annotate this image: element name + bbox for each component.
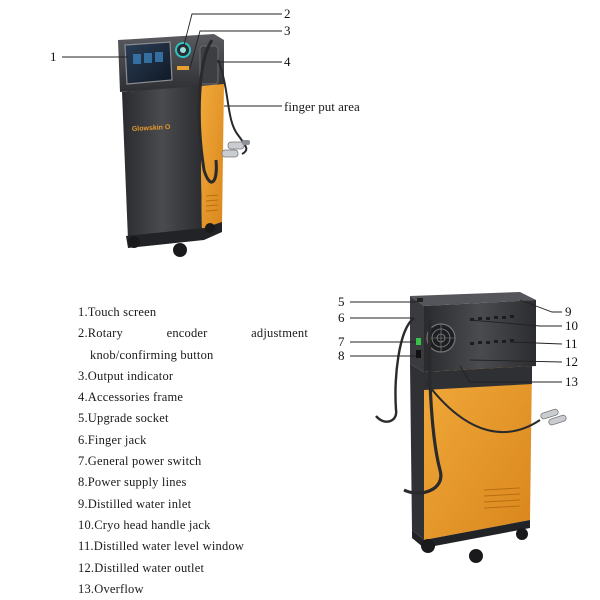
callout-6: 6 [338, 310, 345, 325]
legend-item-11: 11.Distilled water level window [78, 539, 245, 554]
legend-item-10: 10.Cryo head handle jack [78, 517, 211, 532]
callout-11: 11 [565, 336, 578, 351]
legend-item-3: 3.Output indicator [78, 368, 174, 383]
legend-item-12: 12.Distilled water outlet [78, 560, 205, 575]
callout-1: 1 [50, 49, 57, 64]
legend-item-9: 9.Distilled water inlet [78, 496, 192, 511]
callout-4: 4 [284, 54, 291, 69]
legend-item-2: 2.Rotary encoder adjustment [78, 326, 308, 341]
legend-item-6: 6.Finger jack [78, 432, 147, 447]
legend-item-5: 5.Upgrade socket [78, 411, 169, 426]
callout-13: 13 [565, 374, 578, 389]
callout-5: 5 [338, 294, 345, 309]
power-switch [416, 338, 421, 345]
callout-3: 3 [284, 23, 291, 38]
output-indicator [177, 66, 189, 70]
legend-item-7: 7.General power switch [78, 454, 202, 469]
cryo-handle [540, 408, 567, 426]
finger-handpieces [221, 140, 250, 158]
callout-9: 9 [565, 304, 572, 319]
callout-7: 7 [338, 334, 345, 349]
legend-item-2-continued: knob/confirming button [90, 347, 214, 362]
legend-item-1: 1.Touch screen [78, 305, 157, 319]
callout-8: 8 [338, 348, 345, 363]
device2-body [375, 292, 567, 563]
finger-put-area-label: finger put area [284, 99, 360, 114]
callout-12: 12 [565, 354, 578, 369]
device1-body: Glowskin O [118, 34, 250, 257]
legend-item-13: 13.Overflow [78, 581, 144, 596]
legend-item-8: 8.Power supply lines [78, 475, 187, 490]
legend-item-4: 4.Accessories frame [78, 390, 184, 405]
callout-2: 2 [284, 6, 291, 21]
parts-legend: 1.Touch screen 2.Rotary encoder adjustme… [78, 302, 308, 600]
brand-text: Glowskin O [132, 124, 171, 133]
callout-10: 10 [565, 318, 578, 333]
